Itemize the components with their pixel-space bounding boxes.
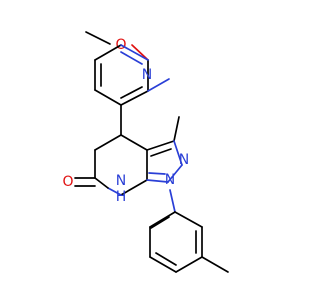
pyridine-nitrogen-bond [147,78,170,92]
pyrazole-bond-c3-n2 [173,140,183,166]
tolyl-inner-bond-3 [155,252,177,266]
pyridine-bond-2 [120,90,149,106]
pyridine-bond-6 [120,44,149,61]
carbonyl-oxygen-label: O [62,174,73,190]
pyrazole-bond-n2-n1 [167,164,183,183]
pyridine-inner-bond-6 [120,51,143,65]
pyrazole-inner-bond-n1-c7a [148,172,166,175]
pyrazole-bond-n1-c7a [146,179,169,183]
core-bond-top-right [120,134,148,151]
pyrazole-nitrogen-1-label: N [165,172,175,188]
tolyl-bond-3 [149,256,177,273]
pyridine-bond-5 [94,44,122,61]
core-bond-lactam-nitrogen [107,187,122,196]
methoxy-oxygen-to-pyridine-bond [131,44,149,61]
carbonyl-carbon-to-lactam-nitrogen-bond [94,177,109,189]
tolyl-methyl-bond [201,256,229,273]
tolyl-bond-6 [174,211,203,228]
core-bond-ring-junction [120,179,148,196]
pyridine-nitrogen-label: N [142,67,152,83]
lactam-nitrogen-label: N [116,173,126,189]
methyl-to-methoxy-oxygen-bond [85,31,111,45]
pyrazole-to-tolyl-bond [169,189,176,213]
methyl-on-pyrazole-bond [173,116,180,142]
pyrazole-nitrogen-2-label: N [179,152,189,168]
tolyl-bond-1 [149,211,176,228]
tolyl-bond-4 [175,256,203,273]
pyrazole-bond-c3-c3a [146,140,175,151]
pyridine-bond-3 [94,89,122,106]
lactam-hydrogen-label: H [116,189,127,205]
pyrazole-inner-bond-c3-c3a [150,148,172,157]
pyridine-inner-bond-2 [120,86,143,99]
tolyl-inner-bond-1 [150,216,170,229]
core-bond-top-left [94,134,122,151]
chemical-structure-diagram: O N N N N H O [62,31,229,273]
